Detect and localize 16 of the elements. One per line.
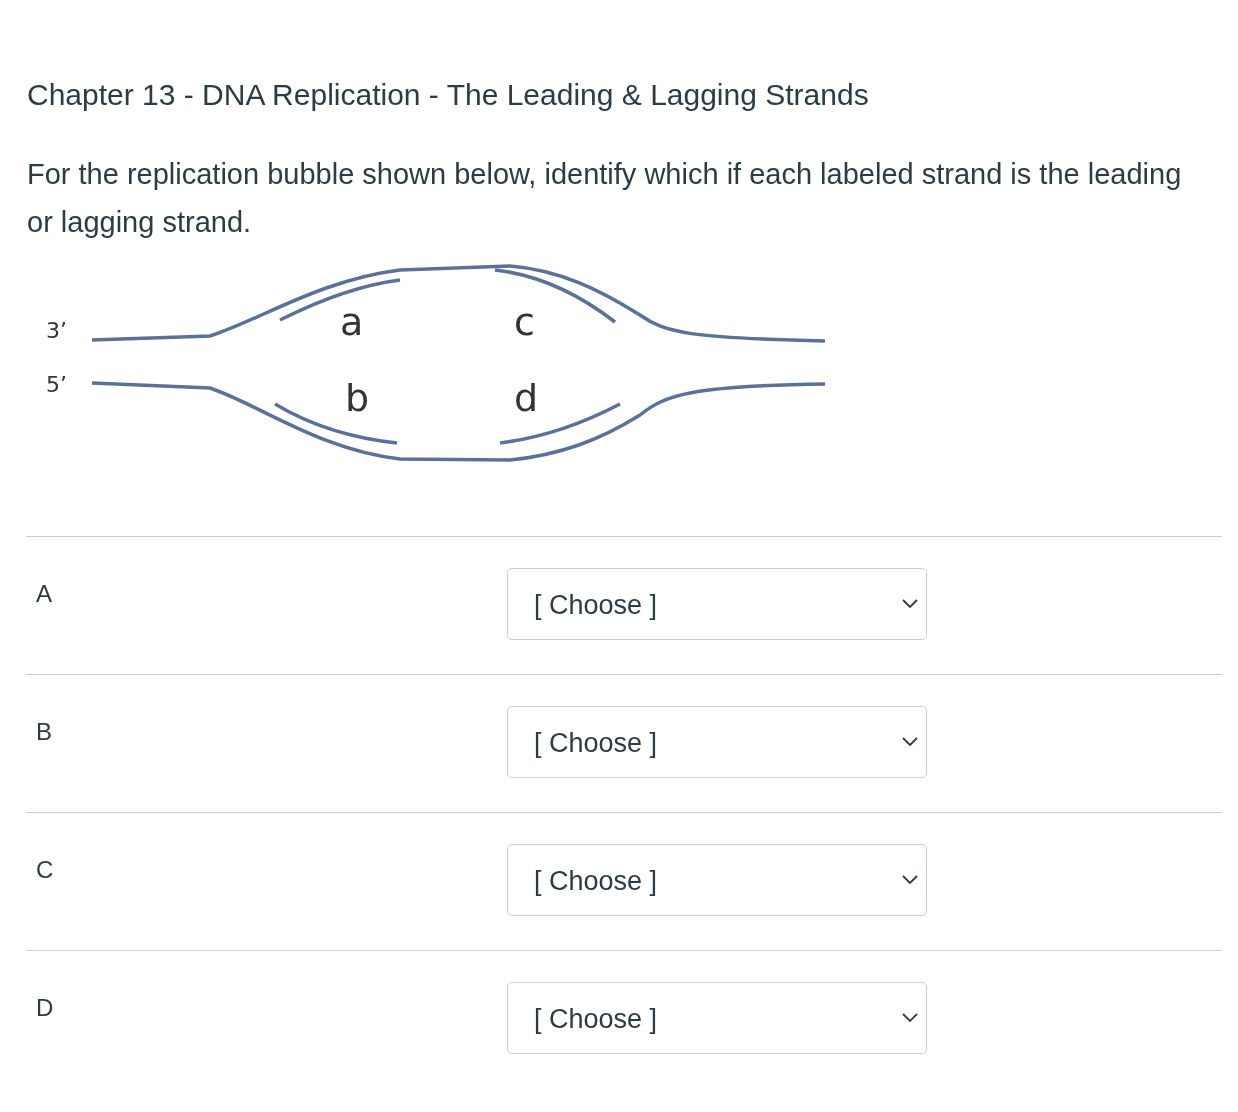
dropdown-select: [ Choose ]: [507, 844, 927, 916]
row-label: A: [36, 580, 52, 608]
end-label: 3’: [46, 318, 67, 343]
end-label: 5’: [46, 372, 67, 397]
strand-label: c: [514, 300, 535, 344]
dropdown-select: [ Choose ]: [507, 568, 927, 640]
row-label: D: [36, 994, 54, 1022]
dropdown-select: [ Choose ]: [507, 982, 927, 1054]
row-label: C: [36, 856, 54, 884]
strand-label: b: [345, 376, 370, 420]
row-label: B: [36, 718, 52, 746]
strand-label: d: [514, 376, 539, 420]
page-title: Chapter 13 - DNA Replication - The Leading & Lagging Strands: [27, 78, 869, 112]
strand-label: a: [340, 300, 364, 344]
question-text: For the replication bubble shown below, identify which if each labeled strand is the leading or lagging strand.: [27, 157, 1183, 240]
dropdown-select: [ Choose ]: [507, 706, 927, 778]
